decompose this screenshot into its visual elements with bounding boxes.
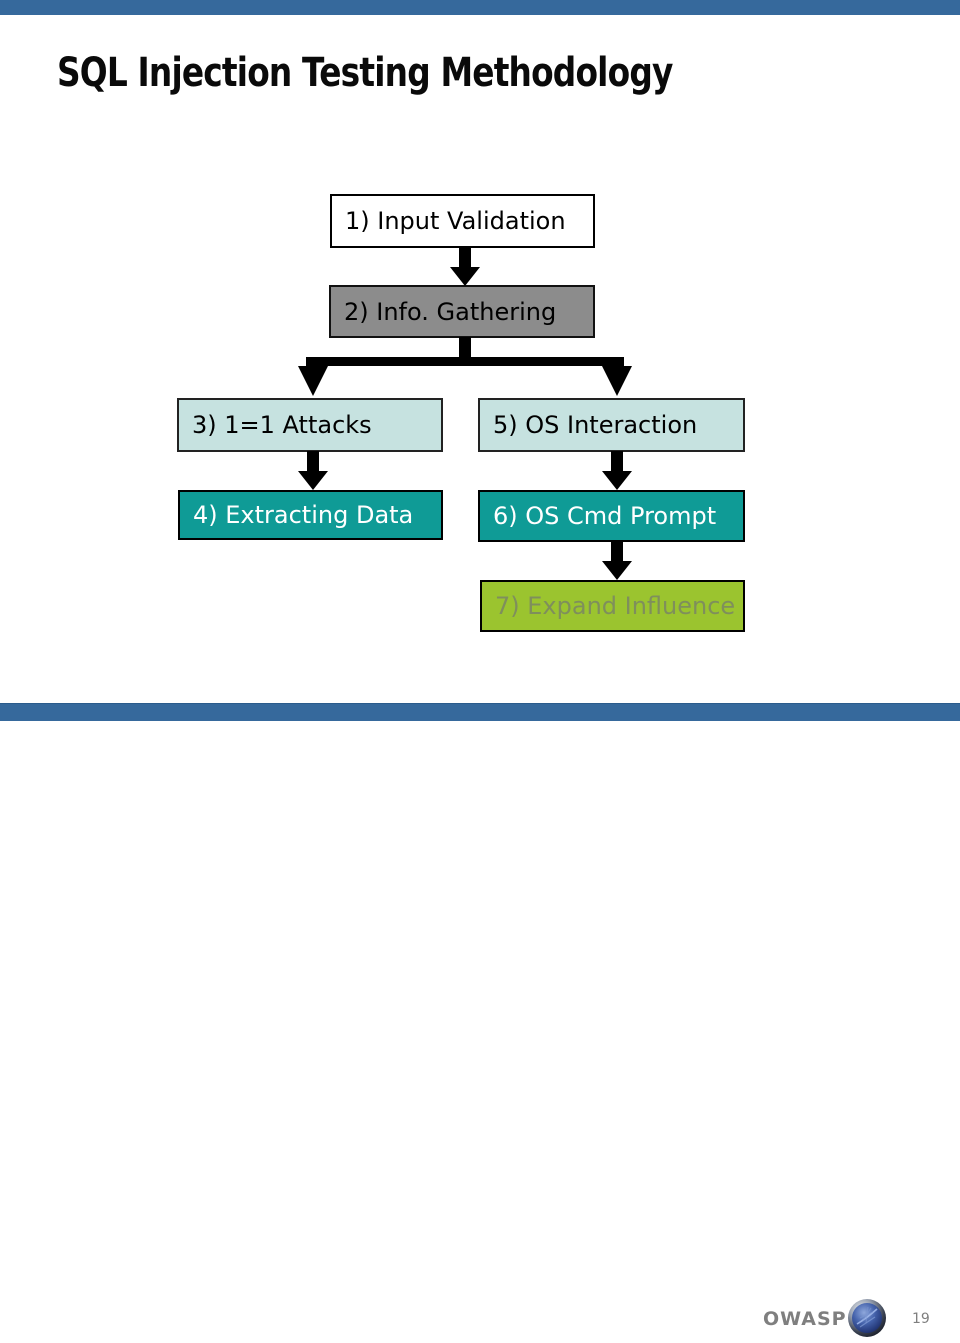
arrow-5-to-6 xyxy=(611,451,623,472)
flow-node-label: 3) 1=1 Attacks xyxy=(192,411,372,439)
top-accent-bar xyxy=(0,0,960,15)
flow-node-label: 7) Expand Influence xyxy=(495,592,736,620)
flow-node-1e1-attacks: 3) 1=1 Attacks xyxy=(177,398,443,452)
arrowhead-2-to-5 xyxy=(602,366,632,396)
bottom-accent-bar xyxy=(0,703,960,721)
arrowhead-2-to-3 xyxy=(298,366,328,396)
branch-stub xyxy=(459,337,471,359)
flow-node-info-gathering: 2) Info. Gathering xyxy=(329,285,595,338)
flow-node-label: 1) Input Validation xyxy=(345,207,566,235)
flow-node-expand-influence: 7) Expand Influence xyxy=(480,580,745,632)
flow-node-label: 5) OS Interaction xyxy=(493,411,698,439)
flow-node-extracting-data: 4) Extracting Data xyxy=(178,490,443,540)
owasp-brand-label: OWASP xyxy=(763,1308,847,1330)
owasp-logo-icon xyxy=(846,1297,888,1339)
flow-node-label: 2) Info. Gathering xyxy=(344,297,557,326)
branch-bar xyxy=(306,357,624,366)
arrowhead-5-to-6 xyxy=(602,471,632,490)
flow-node-os-interaction: 5) OS Interaction xyxy=(478,398,745,452)
flow-node-label: 6) OS Cmd Prompt xyxy=(493,502,717,530)
flow-node-os-cmd-prompt: 6) OS Cmd Prompt xyxy=(478,490,745,542)
flow-node-label: 4) Extracting Data xyxy=(193,501,414,529)
footer: OWASP 19 xyxy=(0,645,945,1337)
arrow-3-to-4 xyxy=(307,451,319,472)
flow-node-input-validation: 1) Input Validation xyxy=(330,194,595,248)
arrowhead-6-to-7 xyxy=(602,561,632,580)
arrow-1-to-2 xyxy=(459,247,471,268)
arrowhead-3-to-4 xyxy=(298,471,328,490)
arrowhead-1-to-2 xyxy=(450,267,480,286)
arrow-6-to-7 xyxy=(611,541,623,562)
page-number: 19 xyxy=(912,1311,930,1327)
page-title: SQL Injection Testing Methodology xyxy=(57,50,673,96)
